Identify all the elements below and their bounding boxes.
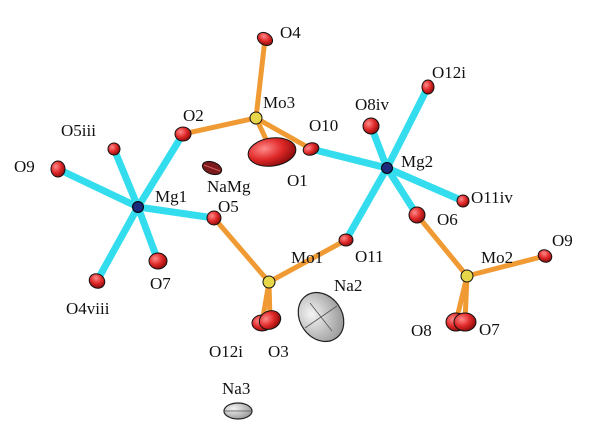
label-o8: O8 [411, 321, 432, 340]
label-o11iv: O11iv [471, 188, 513, 207]
label-o9-right: O9 [552, 231, 573, 250]
label-mg1: Mg1 [155, 187, 187, 206]
label-o9-left: O9 [14, 157, 35, 176]
na2-axis-b [309, 302, 333, 332]
bond-mo1-o5 [211, 215, 272, 285]
bond-mo3-o2 [180, 115, 259, 137]
bond-mg1-o4viii [93, 203, 142, 285]
atom-labels: O4 O12i Mo3 O8iv O2 O10 O5iii Mg2 O9 NaM… [14, 23, 573, 398]
bond-mg1-o7 [134, 203, 162, 265]
bond-mg2-o12i [383, 83, 432, 172]
atom-o11iv [456, 194, 470, 208]
atom-o5iii [107, 142, 121, 156]
label-o8iv: O8iv [355, 95, 390, 114]
atom-o10 [302, 142, 320, 156]
atom-o4 [256, 31, 274, 47]
atom-o5 [206, 210, 222, 226]
atom-mg1 [132, 201, 144, 213]
bond-mg2-o11iv [383, 164, 467, 205]
bond-mo2-o6 [414, 212, 470, 279]
atom-mg2 [381, 162, 393, 174]
label-mo1: Mo1 [291, 248, 323, 267]
bond-mo2-o9 [464, 253, 548, 279]
label-mg2: Mg2 [401, 152, 433, 171]
atom-o9-left [50, 160, 66, 178]
label-o10: O10 [309, 116, 338, 135]
mg1-bonds [54, 130, 218, 285]
label-namg: NaMg [207, 177, 251, 196]
molybdenum-atoms [249, 111, 474, 289]
label-na2: Na2 [334, 276, 362, 295]
atom-o4viii [88, 273, 106, 289]
atom-o6 [408, 206, 426, 224]
atom-o9-right [537, 249, 553, 263]
bond-mg1-o5 [134, 203, 218, 222]
atom-o8iv [362, 117, 380, 135]
atom-o11 [338, 233, 354, 247]
atom-o12i-top [421, 79, 435, 95]
label-o5: O5 [218, 197, 239, 216]
label-o11: O11 [355, 247, 384, 266]
atom-mo2 [460, 269, 474, 283]
bond-mo3-o4 [253, 36, 268, 121]
bond-mg2-o6 [383, 164, 421, 219]
oxygen-atoms [50, 31, 553, 332]
bond-mg1-o9 [54, 165, 142, 211]
bond-mg1-o5iii [110, 145, 142, 211]
atom-o3 [258, 310, 282, 330]
mg2-bonds [307, 83, 467, 244]
label-mo2: Mo2 [481, 248, 513, 267]
atom-o7-right [453, 312, 477, 332]
bond-mo3-o10 [253, 115, 314, 152]
magnesium-atoms [132, 162, 393, 213]
label-o4: O4 [280, 23, 301, 42]
bond-mg1-o2 [134, 130, 187, 211]
label-o4viii: O4viii [66, 299, 110, 318]
namg-principal-axis [203, 164, 221, 172]
label-o5iii: O5iii [61, 121, 96, 140]
label-o12i-bottom: O12i [209, 342, 243, 361]
atom-mo1 [262, 275, 276, 289]
atom-mo3 [249, 111, 263, 125]
label-o1: O1 [287, 171, 308, 190]
atom-o7-left [148, 252, 168, 270]
bond-mg2-o11 [342, 164, 391, 244]
label-mo3: Mo3 [263, 93, 295, 112]
atom-o2 [174, 126, 192, 142]
label-o7-right: O7 [479, 320, 500, 339]
label-o7-left: O7 [150, 274, 171, 293]
label-o2: O2 [183, 106, 204, 125]
atom-o1 [247, 137, 297, 167]
label-o3: O3 [268, 342, 289, 361]
bond-mg2-o10 [307, 145, 391, 172]
label-na3: Na3 [222, 379, 250, 398]
sodium-atoms [223, 291, 345, 420]
label-o12i-top: O12i [432, 63, 466, 82]
label-o6: O6 [437, 210, 458, 229]
bond-mo1-o11 [266, 237, 349, 285]
